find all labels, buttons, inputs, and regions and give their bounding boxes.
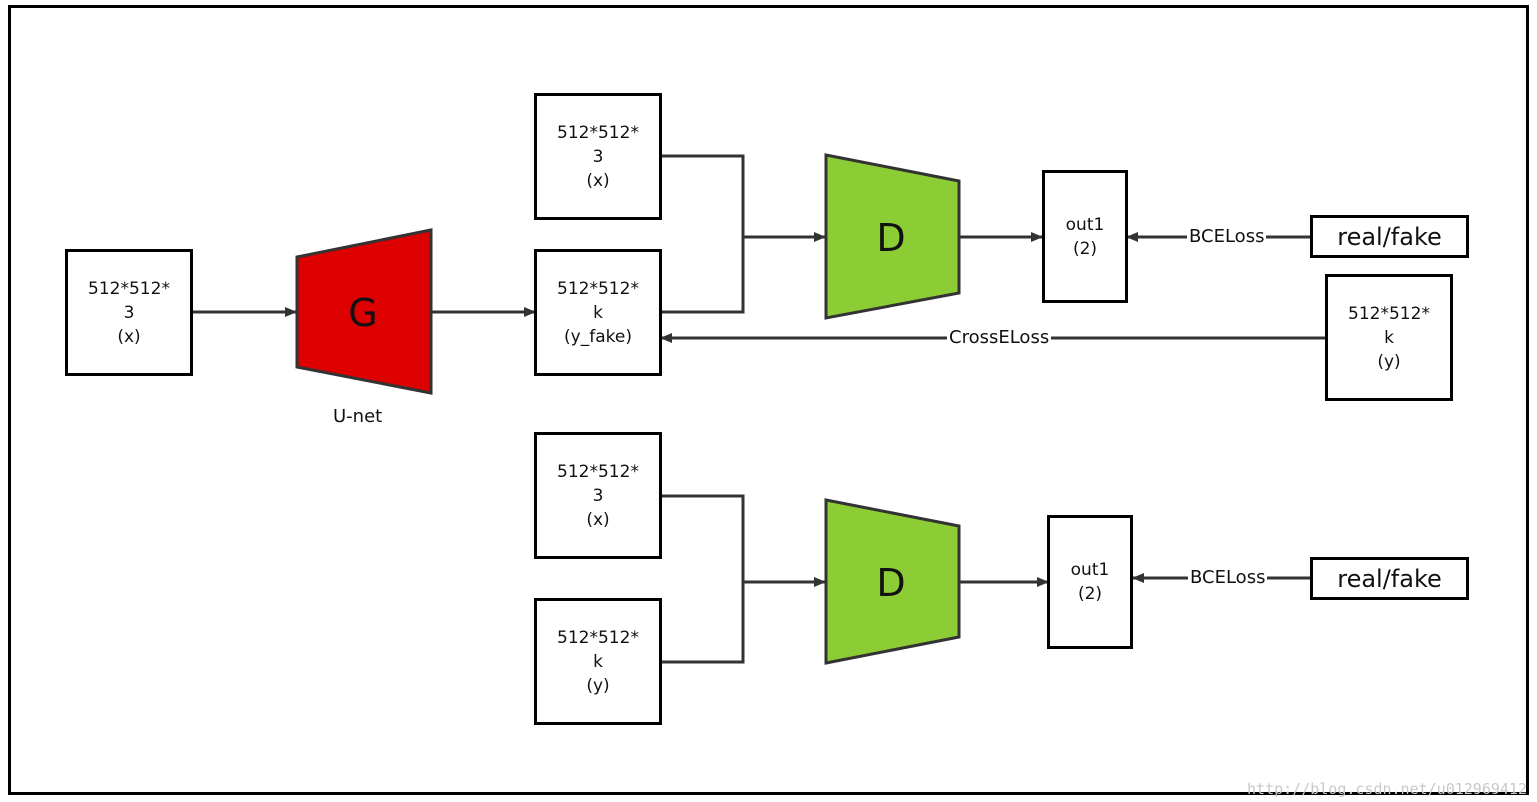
- watermark-text: http://blog.csdn.net/u012969412: [1247, 780, 1527, 798]
- diagram-frame: [8, 5, 1529, 795]
- bottom-y-name: (y): [586, 675, 610, 696]
- bce-loss-top-label: BCELoss: [1187, 226, 1267, 248]
- input-x-channels: 3: [123, 302, 135, 323]
- real-fake-bottom-label: real/fake: [1337, 564, 1442, 593]
- out-top-name: out1: [1065, 214, 1105, 235]
- top-x-box: 512*512* 3 (x): [534, 93, 662, 220]
- generator-letter: G: [348, 291, 377, 335]
- out-bottom-name: out1: [1070, 560, 1110, 580]
- bottom-y-box: 512*512* k (y): [534, 598, 662, 725]
- y-target-name: (y): [1377, 351, 1401, 372]
- out-top-dim: (2): [1072, 238, 1098, 259]
- edge-bottom-merge: [660, 494, 745, 664]
- y-target-size: 512*512*: [1348, 303, 1430, 324]
- out-top-box: out1 (2): [1042, 170, 1128, 303]
- out-bottom-dim: (2): [1077, 584, 1103, 604]
- generator-caption: U-net: [331, 406, 385, 428]
- real-fake-top-label: real/fake: [1337, 222, 1442, 251]
- y-fake-channels: k: [593, 302, 603, 323]
- bottom-y-channels: k: [593, 651, 603, 672]
- bottom-x-size: 512*512*: [557, 461, 639, 482]
- bottom-x-channels: 3: [592, 485, 604, 506]
- discriminator-top-letter: D: [876, 216, 905, 260]
- cross-entropy-loss-label: CrossELoss: [947, 327, 1052, 349]
- top-x-size: 512*512*: [557, 122, 639, 143]
- y-fake-box: 512*512* k (y_fake): [534, 249, 662, 376]
- bottom-y-size: 512*512*: [557, 627, 639, 648]
- out-bottom-box: out1 (2): [1047, 515, 1133, 649]
- input-x-name: (x): [117, 326, 141, 347]
- y-fake-size: 512*512*: [557, 278, 639, 299]
- input-x-size: 512*512*: [88, 278, 170, 299]
- discriminator-top-shape: [824, 153, 961, 320]
- generator-shape: [295, 228, 433, 395]
- top-x-channels: 3: [592, 146, 604, 167]
- y-target-channels: k: [1384, 327, 1394, 348]
- discriminator-bottom-shape: [824, 498, 961, 665]
- y-fake-name: (y_fake): [564, 326, 632, 347]
- real-fake-bottom-box: real/fake: [1310, 557, 1469, 600]
- bottom-x-name: (x): [586, 509, 610, 530]
- edge-topx-merge: [660, 154, 745, 314]
- top-x-name: (x): [586, 170, 610, 191]
- y-target-box: 512*512* k (y): [1325, 274, 1453, 401]
- input-x-box: 512*512* 3 (x): [65, 249, 193, 376]
- bottom-x-box: 512*512* 3 (x): [534, 432, 662, 559]
- real-fake-top-box: real/fake: [1310, 215, 1469, 258]
- bce-loss-bottom-label: BCELoss: [1188, 567, 1268, 589]
- discriminator-bottom-letter: D: [876, 561, 905, 605]
